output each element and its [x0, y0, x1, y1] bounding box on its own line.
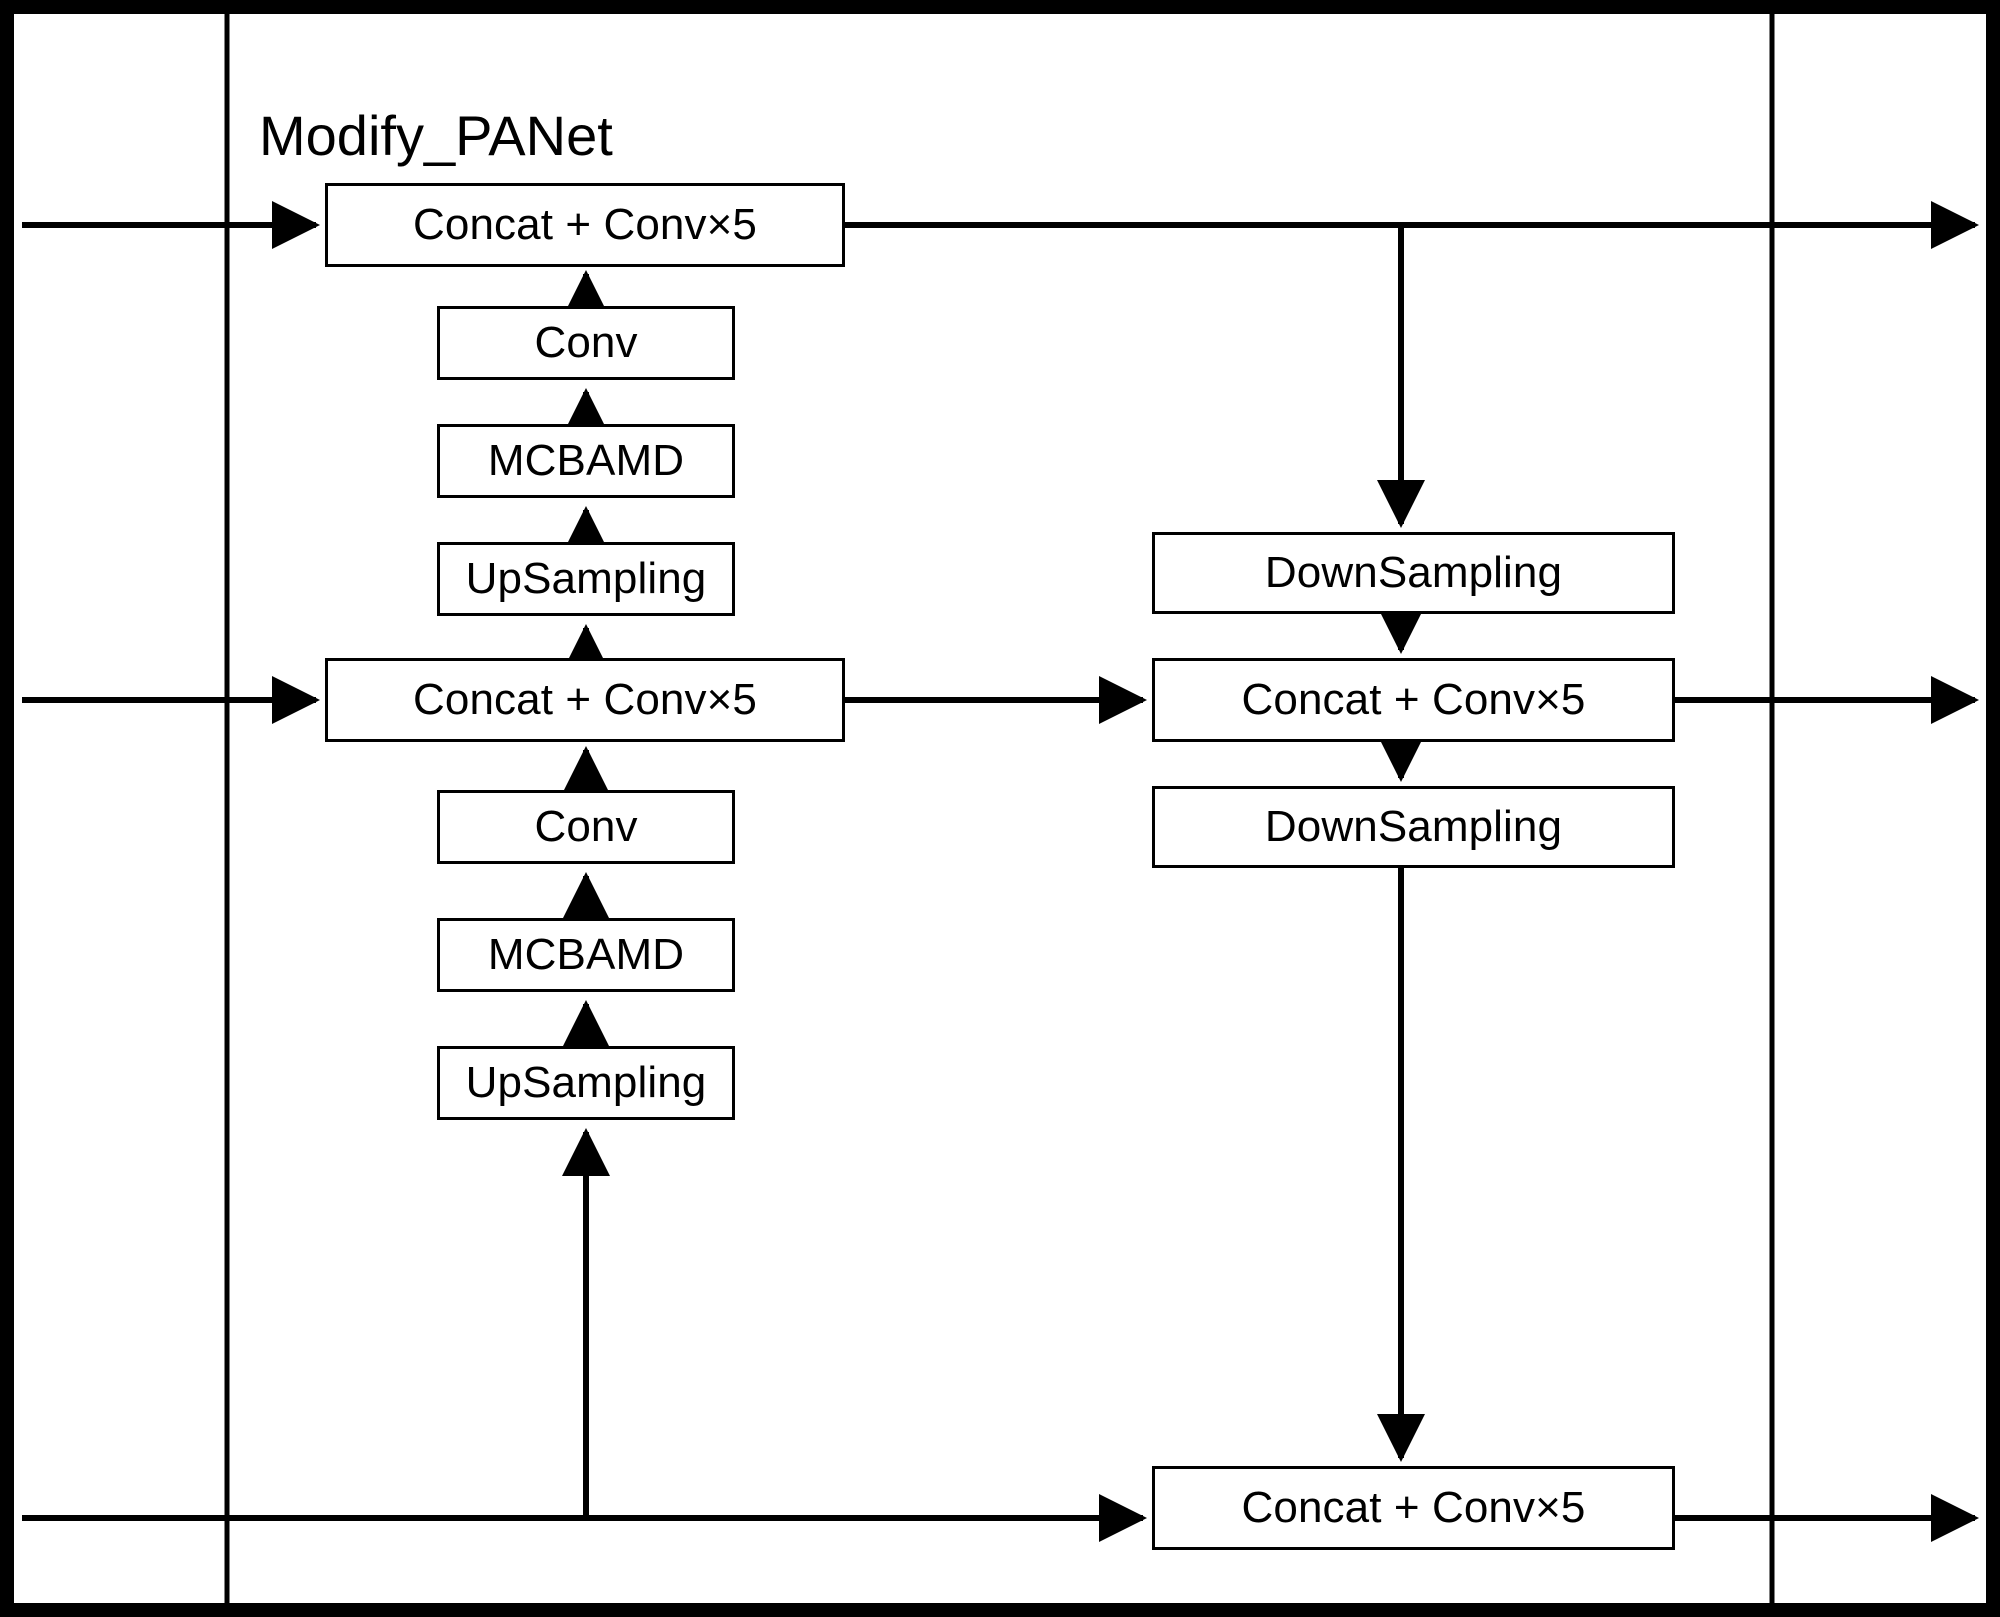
node-mid-concat-label: Concat + Conv×5	[413, 675, 757, 724]
node-right-downsampling-top[interactable]: DownSampling	[1152, 532, 1675, 614]
node-mid-conv-label: Conv	[534, 802, 638, 851]
node-right-downsampling-bottom-label: DownSampling	[1264, 802, 1563, 851]
node-top-mcbamd[interactable]: MCBAMD	[437, 424, 735, 498]
node-mid-conv[interactable]: Conv	[437, 790, 735, 864]
node-top-mcbamd-label: MCBAMD	[487, 436, 685, 485]
node-right-downsampling-bottom[interactable]: DownSampling	[1152, 786, 1675, 868]
node-top-upsampling[interactable]: UpSampling	[437, 542, 735, 616]
node-right-concat-label: Concat + Conv×5	[1241, 675, 1586, 724]
node-top-concat-label: Concat + Conv×5	[413, 200, 757, 249]
node-mid-mcbamd[interactable]: MCBAMD	[437, 918, 735, 992]
node-right-downsampling-top-label: DownSampling	[1264, 548, 1563, 597]
node-bottom-concat-label: Concat + Conv×5	[1241, 1483, 1586, 1532]
group-title-modify-panet: Modify_PANet	[259, 104, 613, 167]
node-top-conv[interactable]: Conv	[437, 306, 735, 380]
node-right-concat[interactable]: Concat + Conv×5	[1152, 658, 1675, 742]
node-top-concat[interactable]: Concat + Conv×5	[325, 183, 845, 267]
node-top-upsampling-label: UpSampling	[465, 554, 707, 603]
node-mid-concat[interactable]: Concat + Conv×5	[325, 658, 845, 742]
node-mid-upsampling[interactable]: UpSampling	[437, 1046, 735, 1120]
node-mid-upsampling-label: UpSampling	[465, 1058, 707, 1107]
node-bottom-concat[interactable]: Concat + Conv×5	[1152, 1466, 1675, 1550]
node-top-conv-label: Conv	[534, 318, 638, 367]
node-mid-mcbamd-label: MCBAMD	[487, 930, 685, 979]
